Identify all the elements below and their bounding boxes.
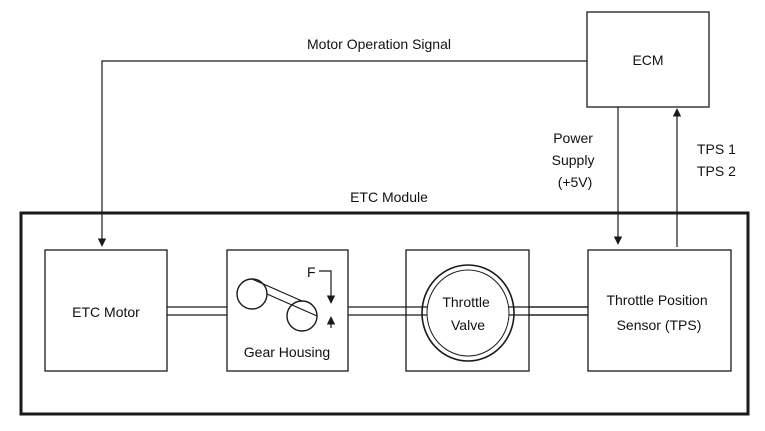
gear-belt — [251, 278, 318, 317]
gear-housing-label: Gear Housing — [244, 344, 330, 360]
tps-label: Throttle Position Sensor (TPS) — [606, 292, 711, 333]
ecm-box — [586, 11, 710, 108]
motor-signal-label: Motor Operation Signal — [307, 36, 451, 52]
etc-module-frame — [19, 211, 750, 416]
etc-motor-label: ETC Motor — [72, 304, 140, 320]
tps-box — [587, 249, 732, 372]
throttle-valve-label: Throttle Valve — [442, 294, 493, 333]
throttle-bore-inner — [426, 269, 510, 357]
power-supply-label: Power Supply (+5V) — [552, 130, 599, 190]
ecm-label: ECM — [632, 52, 663, 68]
etc-motor-box — [44, 249, 168, 372]
etc-module-label: ETC Module — [350, 189, 428, 205]
motor-signal-line — [97, 60, 587, 247]
force-leader-line — [319, 270, 336, 304]
tps-signal-label: TPS 1 TPS 2 — [697, 141, 740, 179]
throttle-shaft-right — [529, 306, 588, 316]
throttle-shaft-through — [406, 306, 529, 316]
force-label: F — [307, 264, 316, 280]
gear-right-icon — [286, 300, 318, 332]
